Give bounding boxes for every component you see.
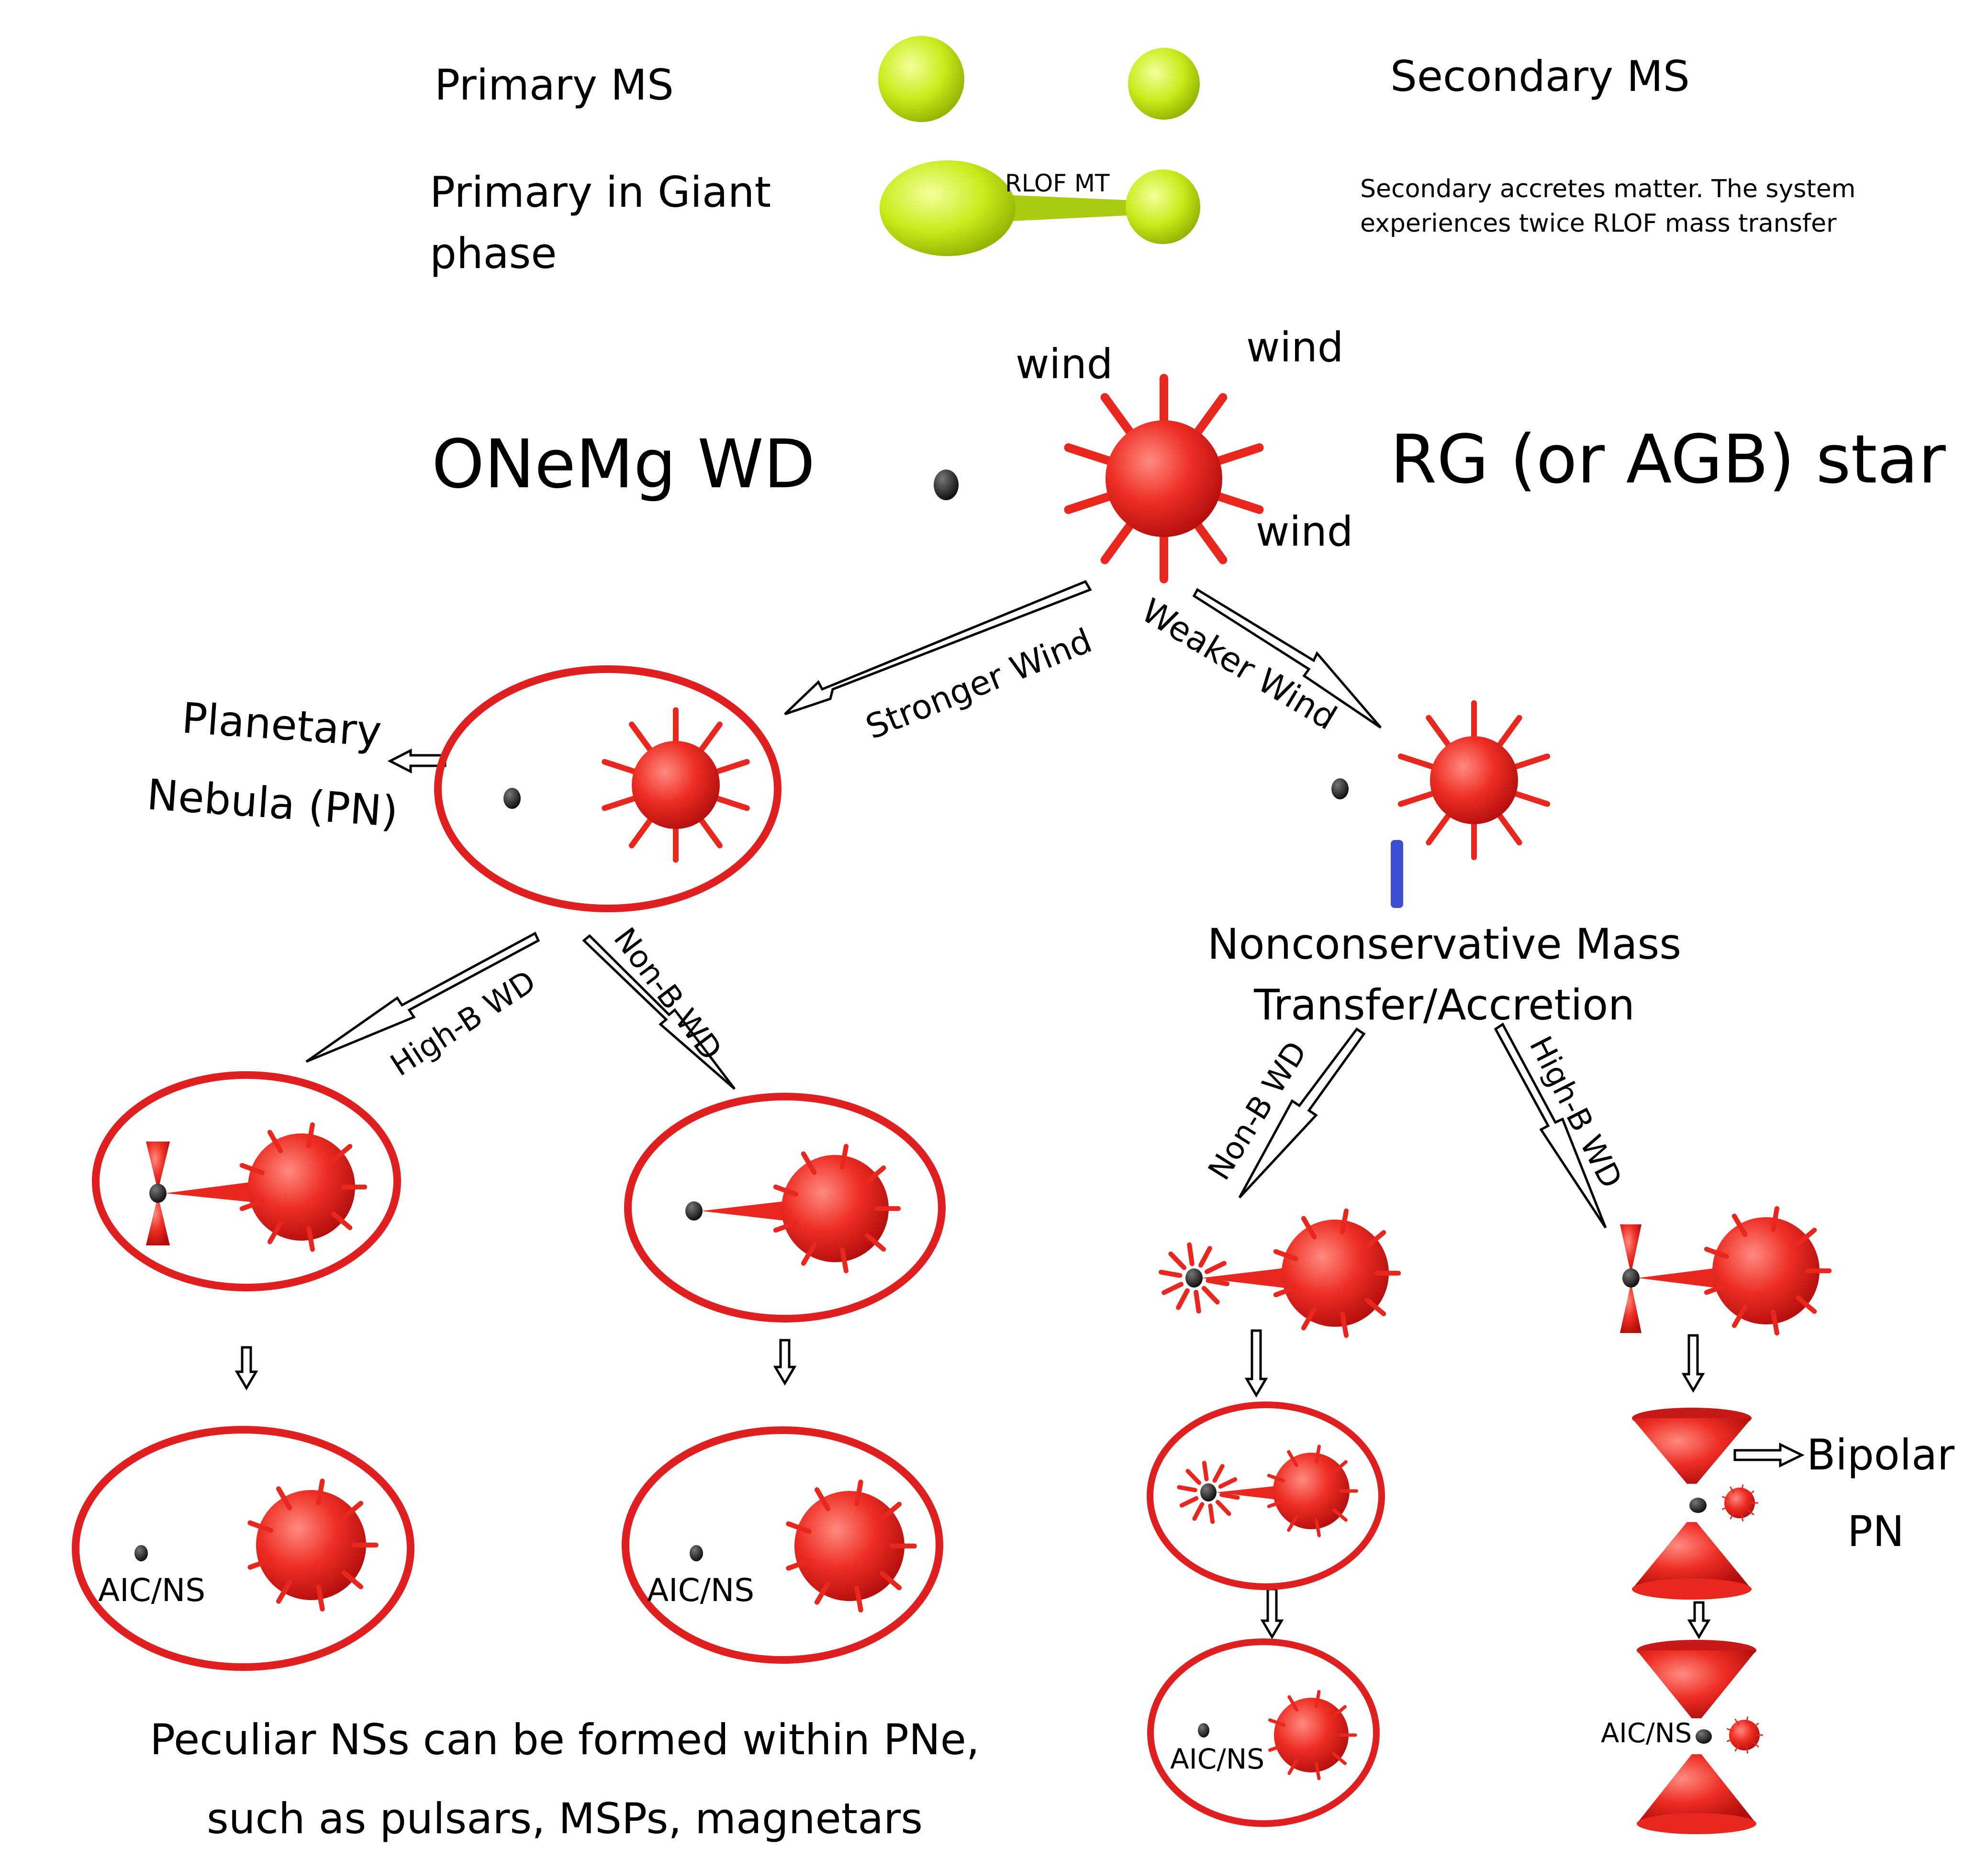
bipolar-pn-wd bbox=[1689, 1498, 1707, 1513]
peculiar-caption-line2: such as pulsars, MSPs, magnetars bbox=[207, 1794, 923, 1843]
nb-ns-label: AIC/NS bbox=[647, 1572, 754, 1609]
hb-pn-giant-star bbox=[239, 1122, 368, 1252]
wind-label-2: wind bbox=[1246, 324, 1343, 371]
peculiar-caption-line1: Peculiar NSs can be formed within PNe, bbox=[150, 1715, 980, 1764]
right-non-b-arrow bbox=[1238, 1027, 1366, 1199]
rlof-stream bbox=[981, 194, 1149, 223]
bipolar-ns-top-cone bbox=[1637, 1640, 1756, 1718]
secondary-accretes-line1: Secondary accretes matter. The system bbox=[1360, 175, 1855, 203]
left-high-b-arrow bbox=[305, 931, 540, 1063]
weak-wind-wd bbox=[1331, 778, 1349, 799]
hb-acc-jet-bottom bbox=[1620, 1283, 1642, 1333]
pn-label-line2: Nebula (PN) bbox=[145, 770, 400, 836]
hb-pn-ring bbox=[92, 1071, 401, 1291]
stronger-wind-label: Stronger Wind bbox=[860, 621, 1097, 747]
nb-pn-giant-star bbox=[773, 1143, 901, 1274]
pn-label-line1: Planetary bbox=[180, 693, 383, 756]
pn-nebula-ring bbox=[434, 665, 782, 912]
nb-ns2-ring bbox=[1147, 1638, 1380, 1827]
weaker-wind-arrow bbox=[1192, 588, 1382, 729]
rg-agb-label: RG (or AGB) star bbox=[1390, 421, 1946, 499]
bipolar-ns-label: AIC/NS bbox=[1601, 1718, 1692, 1749]
bipolar-pn-bottom-cone bbox=[1632, 1522, 1752, 1600]
hb-acc-wd bbox=[1622, 1268, 1640, 1288]
bipolar-pn-companion bbox=[1722, 1484, 1759, 1522]
nb-ns2-giant-star bbox=[1268, 1690, 1357, 1781]
nonconservative-line2: Transfer/Accretion bbox=[1253, 980, 1635, 1030]
secondary-ms-star bbox=[1128, 48, 1200, 120]
nb-pn-ring bbox=[624, 1093, 946, 1322]
nb-acc2-giant-star bbox=[1267, 1445, 1358, 1537]
primary-giant-label-line2: phase bbox=[430, 229, 557, 278]
nb-ns-dot bbox=[690, 1545, 703, 1561]
nb-acc2-wd-burst bbox=[1177, 1461, 1240, 1524]
hb-ns-giant-star bbox=[247, 1479, 379, 1612]
wind-label-1: wind bbox=[1016, 340, 1113, 388]
secondary-accretes-line2: experiences twice RLOF mass transfer bbox=[1360, 209, 1837, 238]
hb-pn-jet-bottom bbox=[146, 1196, 170, 1245]
bipolar-ns-dot bbox=[1696, 1729, 1712, 1744]
pn-giant-star bbox=[602, 707, 750, 863]
bipolar-ns-companion bbox=[1727, 1716, 1764, 1754]
nb-acc2-ring bbox=[1147, 1401, 1385, 1590]
primary-giant-label-line1: Primary in Giant bbox=[430, 168, 771, 217]
down-arrows bbox=[235, 1329, 1711, 1639]
nb-pn-wd bbox=[685, 1201, 703, 1221]
onemg-wd-label: ONeMg WD bbox=[432, 426, 815, 504]
nb-acc-wd-burst bbox=[1159, 1242, 1229, 1314]
nb-ns-ring bbox=[622, 1426, 943, 1664]
hb-pn-wd bbox=[149, 1184, 167, 1203]
nb-ns2-dot bbox=[1198, 1723, 1209, 1737]
hb-pn-jet-top bbox=[146, 1142, 170, 1191]
nb-acc-wd bbox=[1185, 1268, 1203, 1288]
hb-acc-giant-star bbox=[1704, 1206, 1832, 1336]
nb-acc-stream bbox=[1201, 1266, 1302, 1290]
onemg-wd bbox=[934, 470, 959, 500]
left-non-b-label: Non-B WD bbox=[606, 921, 728, 1067]
rg-agb-star bbox=[1064, 374, 1264, 583]
nb-ns2-label: AIC/NS bbox=[1170, 1743, 1264, 1775]
nonconservative-line1: Nonconservative Mass bbox=[1207, 919, 1681, 969]
wind-label-3: wind bbox=[1256, 508, 1353, 556]
hb-pn-stream bbox=[165, 1180, 268, 1204]
stronger-wind-arrow bbox=[784, 580, 1092, 716]
accretion-bar bbox=[1391, 840, 1403, 908]
hb-acc-stream bbox=[1638, 1266, 1732, 1290]
nb-ns-giant-star bbox=[786, 1479, 917, 1613]
primary-ms-label: Primary MS bbox=[435, 60, 674, 110]
secondary-ms-label: Secondary MS bbox=[1390, 52, 1690, 101]
bipolar-pointer-arrow bbox=[1733, 1442, 1805, 1468]
bipolar-ns-bottom-cone bbox=[1637, 1754, 1756, 1834]
hb-ns-dot bbox=[134, 1545, 148, 1561]
pn-wd bbox=[503, 788, 521, 809]
hb-acc-jet-top bbox=[1620, 1224, 1642, 1274]
bipolar-label-line1: Bipolar bbox=[1807, 1430, 1955, 1479]
hb-ns-label: AIC/NS bbox=[98, 1572, 205, 1609]
weak-wind-giant-star bbox=[1397, 700, 1551, 860]
secondary-accretor-star bbox=[1126, 169, 1200, 244]
nb-acc2-wd bbox=[1200, 1483, 1217, 1501]
right-high-b-arrow bbox=[1494, 1022, 1607, 1229]
hb-ns-ring bbox=[72, 1426, 414, 1671]
primary-giant-star bbox=[880, 160, 1016, 256]
bipolar-label-line2: PN bbox=[1847, 1507, 1904, 1556]
primary-ms-star bbox=[878, 36, 964, 122]
nb-acc-giant-star bbox=[1273, 1208, 1401, 1338]
bipolar-pn-top-cone bbox=[1632, 1408, 1752, 1484]
rlof-mt-label: RLOF MT bbox=[1005, 169, 1110, 197]
nb-pn-stream bbox=[701, 1199, 804, 1223]
left-non-b-arrow bbox=[582, 934, 736, 1090]
